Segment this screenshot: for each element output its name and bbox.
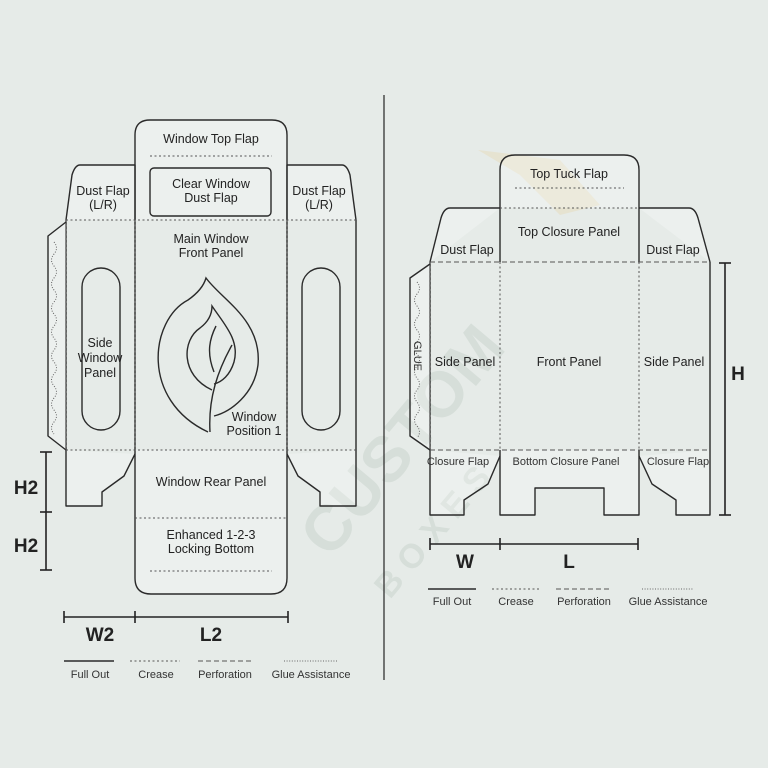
right-dust-flap-right bbox=[639, 207, 711, 263]
top-tuck-flap-label: Top Tuck Flap bbox=[530, 167, 608, 181]
front-panel-label-right: Front Panel bbox=[537, 355, 602, 369]
right-dieline: Top Tuck Flap Top Closure Panel Dust Fla… bbox=[409, 154, 745, 608]
side-window-label-1: Side bbox=[87, 336, 112, 350]
l-label: L bbox=[563, 552, 575, 573]
right-dimensions: H W L bbox=[429, 262, 745, 573]
left-lower-flap-left bbox=[65, 450, 136, 507]
left-dieline: Window Top Flap Clear Window Dust Flap D… bbox=[14, 119, 357, 681]
legend-cut-label: Full Out bbox=[71, 669, 110, 681]
clear-window-label-2: Dust Flap bbox=[184, 191, 238, 205]
right-labels: Top Tuck Flap Top Closure Panel Dust Fla… bbox=[411, 167, 709, 468]
locking-bottom-label: Enhanced 1-2-3 bbox=[167, 528, 256, 542]
left-clear-window-cutout bbox=[149, 167, 272, 217]
dust-flap-left-label: Dust Flap bbox=[76, 184, 130, 198]
main-window-label: Main Window bbox=[173, 232, 249, 246]
left-dust-flap-left bbox=[65, 164, 136, 221]
left-dimensions: H2 H2 W2 L2 bbox=[14, 451, 289, 646]
w2-label: W2 bbox=[86, 625, 115, 646]
top-closure-panel-label: Top Closure Panel bbox=[518, 225, 620, 239]
side-window-label-3: Panel bbox=[84, 366, 116, 380]
legend-glue-label: Glue Assistance bbox=[272, 669, 351, 681]
bottom-closure-panel-label: Bottom Closure Panel bbox=[513, 456, 620, 468]
locking-bottom-label-2: Locking Bottom bbox=[168, 542, 254, 556]
watermark-accent bbox=[478, 150, 600, 215]
left-locking-bottom bbox=[134, 450, 288, 595]
right-top-tuck-flap bbox=[499, 154, 640, 208]
right-body-outline bbox=[429, 208, 711, 450]
left-lower-flap-right bbox=[286, 450, 357, 507]
left-legend: Full Out Crease Perforation Glue Assista… bbox=[64, 660, 351, 681]
legend-crease-label: Crease bbox=[138, 669, 173, 681]
right-bottom-closure-panel bbox=[499, 450, 640, 516]
side-panel-right-label: Side Panel bbox=[644, 355, 704, 369]
closure-flap-left-label: Closure Flap bbox=[427, 456, 489, 468]
right-dust-flap-left-label: Dust Flap bbox=[440, 243, 494, 257]
right-legend: Full Out Crease Perforation Glue Assista… bbox=[428, 588, 708, 608]
h2-upper-label: H2 bbox=[14, 478, 38, 499]
dust-flap-right-label: Dust Flap bbox=[292, 184, 346, 198]
right-legend-cut-label: Full Out bbox=[433, 596, 472, 608]
right-dust-flap-left bbox=[429, 207, 500, 263]
right-closure-flap-right bbox=[638, 450, 711, 516]
window-top-flap-label: Window Top Flap bbox=[163, 132, 259, 146]
clear-window-label: Clear Window bbox=[172, 177, 251, 191]
h-label: H bbox=[731, 364, 745, 385]
left-body-outline bbox=[65, 220, 357, 450]
left-labels: Window Top Flap Clear Window Dust Flap D… bbox=[76, 132, 346, 556]
left-dust-flap-right bbox=[286, 164, 357, 221]
right-glue-wave bbox=[414, 281, 420, 439]
right-legend-glue-label: Glue Assistance bbox=[629, 596, 708, 608]
closure-flap-right-label: Closure Flap bbox=[647, 456, 709, 468]
right-legend-perforation-label: Perforation bbox=[557, 596, 611, 608]
window-rear-panel-label: Window Rear Panel bbox=[156, 475, 266, 489]
window-position-sub: Position 1 bbox=[227, 424, 282, 438]
right-dust-flap-right-label: Dust Flap bbox=[646, 243, 700, 257]
h2-lower-label: H2 bbox=[14, 536, 38, 557]
dust-flap-right-sub: (L/R) bbox=[305, 198, 333, 212]
front-panel-label: Front Panel bbox=[179, 246, 244, 260]
right-legend-crease-label: Crease bbox=[498, 596, 533, 608]
legend-perforation-label: Perforation bbox=[198, 669, 252, 681]
left-glue-tab bbox=[47, 221, 67, 451]
w-label: W bbox=[456, 552, 474, 573]
left-top-flap bbox=[134, 119, 288, 220]
watermark-brand: CUSTOM bbox=[286, 311, 519, 569]
l2-label: L2 bbox=[200, 625, 222, 646]
right-glue-tab bbox=[409, 263, 431, 451]
glue-label: GLUE bbox=[411, 341, 423, 371]
leaf-window-cutout bbox=[157, 276, 259, 433]
left-side-window-left bbox=[81, 267, 121, 431]
right-closure-flap-left bbox=[429, 450, 501, 516]
window-position-label: Window bbox=[232, 410, 277, 424]
side-window-label-2: Window bbox=[78, 351, 123, 365]
side-panel-left-label: Side Panel bbox=[435, 355, 495, 369]
dust-flap-left-sub: (L/R) bbox=[89, 198, 117, 212]
left-side-window-right bbox=[301, 267, 341, 431]
